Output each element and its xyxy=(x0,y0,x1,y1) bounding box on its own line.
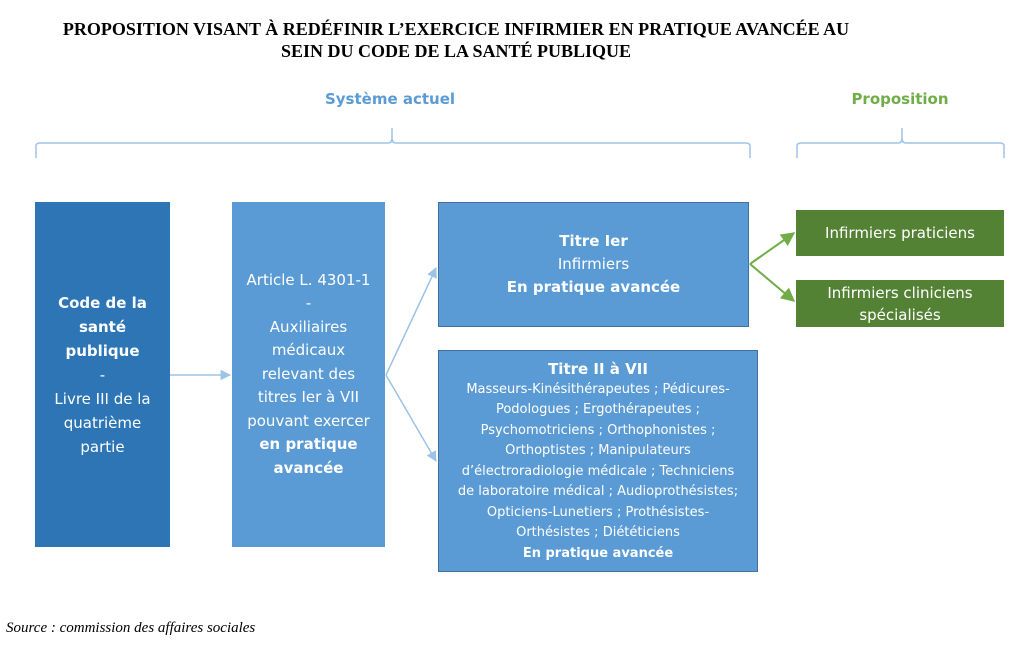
titre2-line-4: Orthoptistes ; Manipulateurs xyxy=(505,443,691,459)
arrow-article-to-titre1 xyxy=(385,267,437,376)
source-note: Source : commission des affaires sociale… xyxy=(6,620,256,636)
page-title: PROPOSITION VISANT À REDÉFINIR L’EXERCIC… xyxy=(0,18,912,62)
box-infirmiers-cliniciens-specialises: Infirmiers cliniciens spécialisés xyxy=(796,280,1004,327)
box-infirmiers-praticiens: Infirmiers praticiens xyxy=(796,210,1004,256)
box-titre-ier: Titre Ier Infirmiers En pratique avancée xyxy=(438,202,749,327)
titre2-line-3: Psychomotriciens ; Orthophonistes ; xyxy=(480,422,716,438)
article-line-1: Article L. 4301-1 xyxy=(246,270,371,289)
brace-systeme-actuel xyxy=(35,128,751,158)
code-line-2: santé xyxy=(78,317,127,336)
article-dash: - xyxy=(305,294,312,313)
ics-line-1: Infirmiers cliniciens xyxy=(827,283,973,302)
title-line-2: SEIN DU CODE DE LA SANTÉ PUBLIQUE xyxy=(280,41,632,61)
article-line-8: avancée xyxy=(273,458,344,477)
titre1-line-2: En pratique avancée xyxy=(506,278,681,296)
article-line-5: titres Ier à VII xyxy=(257,388,360,407)
box-code-sante-publique: Code de la santé publique - Livre III de… xyxy=(35,202,170,547)
titre2-line-7: Opticiens-Lunetiers ; Prothésistes- xyxy=(486,504,710,520)
titre1-heading: Titre Ier xyxy=(559,232,628,250)
label-systeme-actuel: Système actuel xyxy=(324,90,456,108)
titre2-heading: Titre II à VII xyxy=(548,359,648,378)
code-dash: - xyxy=(99,365,106,384)
brace-proposition xyxy=(796,128,1005,158)
code-line-4: Livre III de la xyxy=(54,389,151,408)
titre2-line-1: Masseurs-Kinésithérapeutes ; Pédicures- xyxy=(466,381,730,397)
title-line-1: PROPOSITION VISANT À REDÉFINIR L’EXERCIC… xyxy=(62,19,850,39)
arrow-article-to-titre2 xyxy=(385,374,437,462)
arrow-titre1-to-ip xyxy=(749,232,796,265)
titre2-line-6: de laboratoire médical ; Audioprothésist… xyxy=(457,484,739,500)
label-proposition: Proposition xyxy=(851,90,949,108)
box-article-l4301-1: Article L. 4301-1 - Auxiliaires médicaux… xyxy=(232,202,385,547)
code-line-1: Code de la xyxy=(58,293,147,312)
article-line-6: pouvant exercer xyxy=(247,411,370,430)
arrow-titre1-to-ics xyxy=(749,263,796,302)
ip-label: Infirmiers praticiens xyxy=(825,224,975,242)
ics-line-2: spécialisés xyxy=(859,305,941,324)
titre2-line-8: Orthésistes ; Diététiciens xyxy=(516,525,680,541)
titre2-line-2: Podologues ; Ergothérapeutes ; xyxy=(495,402,701,418)
titre2-line-5: d’électroradiologie médicale ; Technicie… xyxy=(461,463,735,479)
article-line-2: Auxiliaires xyxy=(269,317,348,336)
article-line-7: en pratique xyxy=(259,435,358,454)
code-line-6: partie xyxy=(80,437,125,456)
article-line-4: relevant des xyxy=(261,364,356,383)
box-titre-ii-a-vii: Titre II à VII Masseurs-Kinésithérapeute… xyxy=(438,350,758,572)
titre1-line-1: Infirmiers xyxy=(557,255,630,273)
titre2-footer: En pratique avancée xyxy=(522,545,674,561)
article-line-3: médicaux xyxy=(271,341,346,360)
code-line-3: publique xyxy=(65,341,140,360)
code-line-5: quatrième xyxy=(63,413,142,432)
